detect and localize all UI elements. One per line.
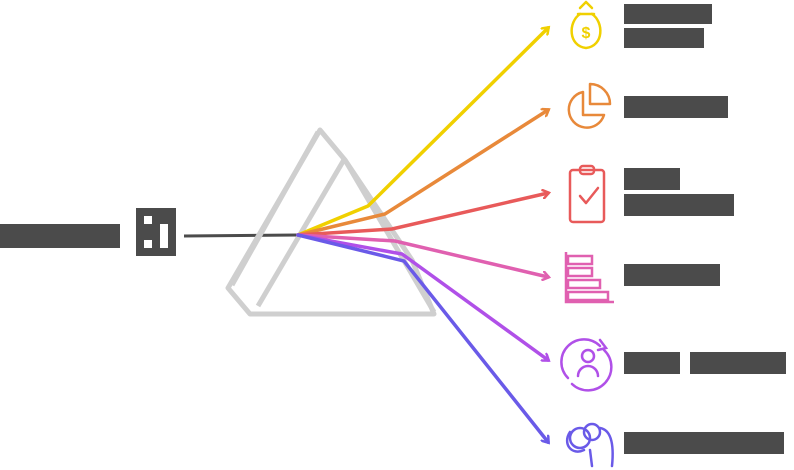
output-label-text-5: [redacted] xyxy=(0,0,4,1)
pie-chart-icon xyxy=(567,82,612,129)
output-labels xyxy=(624,4,786,454)
bar-stack-icon xyxy=(564,252,614,304)
output-label-3 xyxy=(624,264,720,286)
brain-hand-icon xyxy=(565,422,614,468)
document-icon xyxy=(136,208,176,264)
output-label-1 xyxy=(624,96,728,118)
input-label xyxy=(0,224,120,248)
user-cycle-icon xyxy=(560,338,613,392)
clipboard-check-icon xyxy=(568,164,606,224)
output-label-5 xyxy=(624,432,784,454)
beam-orange xyxy=(296,110,548,237)
svg-text:$: $ xyxy=(582,25,591,42)
output-beams xyxy=(296,28,548,442)
input-beam xyxy=(183,233,299,238)
output-label-4 xyxy=(624,352,786,374)
beam-yellow xyxy=(296,28,548,237)
money-bag-icon: $ xyxy=(570,0,602,50)
output-label-2 xyxy=(624,168,734,216)
beam-pink xyxy=(296,233,548,277)
beam-indigo xyxy=(296,233,548,442)
beam-violet xyxy=(296,233,548,360)
beam-red xyxy=(296,193,548,237)
output-label-0 xyxy=(624,4,712,48)
